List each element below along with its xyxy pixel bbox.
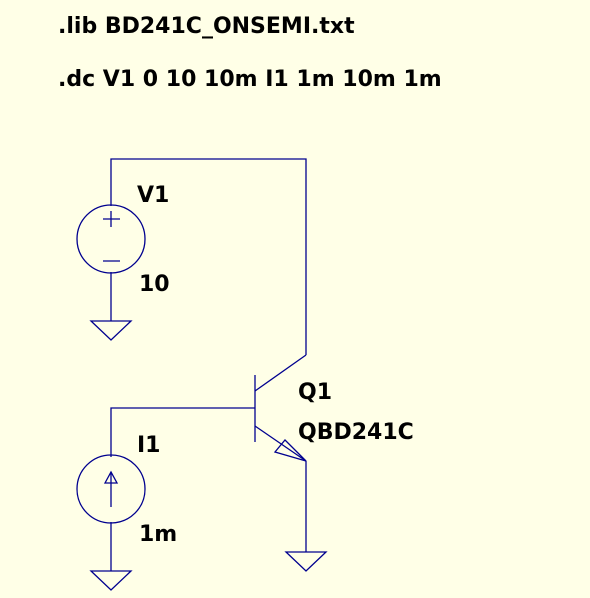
wire-i1-to-base[interactable]	[110, 407, 255, 457]
voltage-source-v1[interactable]	[76, 204, 146, 274]
lib-directive[interactable]: .lib BD241C_ONSEMI.txt	[58, 14, 355, 39]
v1-value-label[interactable]: 10	[139, 272, 170, 297]
ground-icon-q1	[284, 551, 328, 572]
wires	[110, 158, 307, 571]
wire-v1-to-collector[interactable]	[110, 158, 307, 355]
ground-icon-v1	[89, 320, 133, 341]
dc-directive[interactable]: .dc V1 0 10 10m I1 1m 10m 1m	[58, 67, 442, 92]
i1-value-label[interactable]: 1m	[139, 522, 178, 547]
transistor-collector-lead	[254, 354, 307, 392]
transistor-emitter-lead	[254, 425, 307, 462]
i1-name-label[interactable]: I1	[137, 433, 161, 458]
q1-model-label[interactable]: QBD241C	[298, 420, 414, 445]
ground-icon-i1	[89, 570, 133, 591]
current-source-i1[interactable]	[76, 454, 146, 524]
v1-name-label[interactable]: V1	[137, 183, 170, 208]
emitter-arrow-icon	[273, 439, 307, 462]
q1-name-label[interactable]: Q1	[298, 380, 333, 405]
transistor-q1[interactable]	[254, 354, 307, 462]
